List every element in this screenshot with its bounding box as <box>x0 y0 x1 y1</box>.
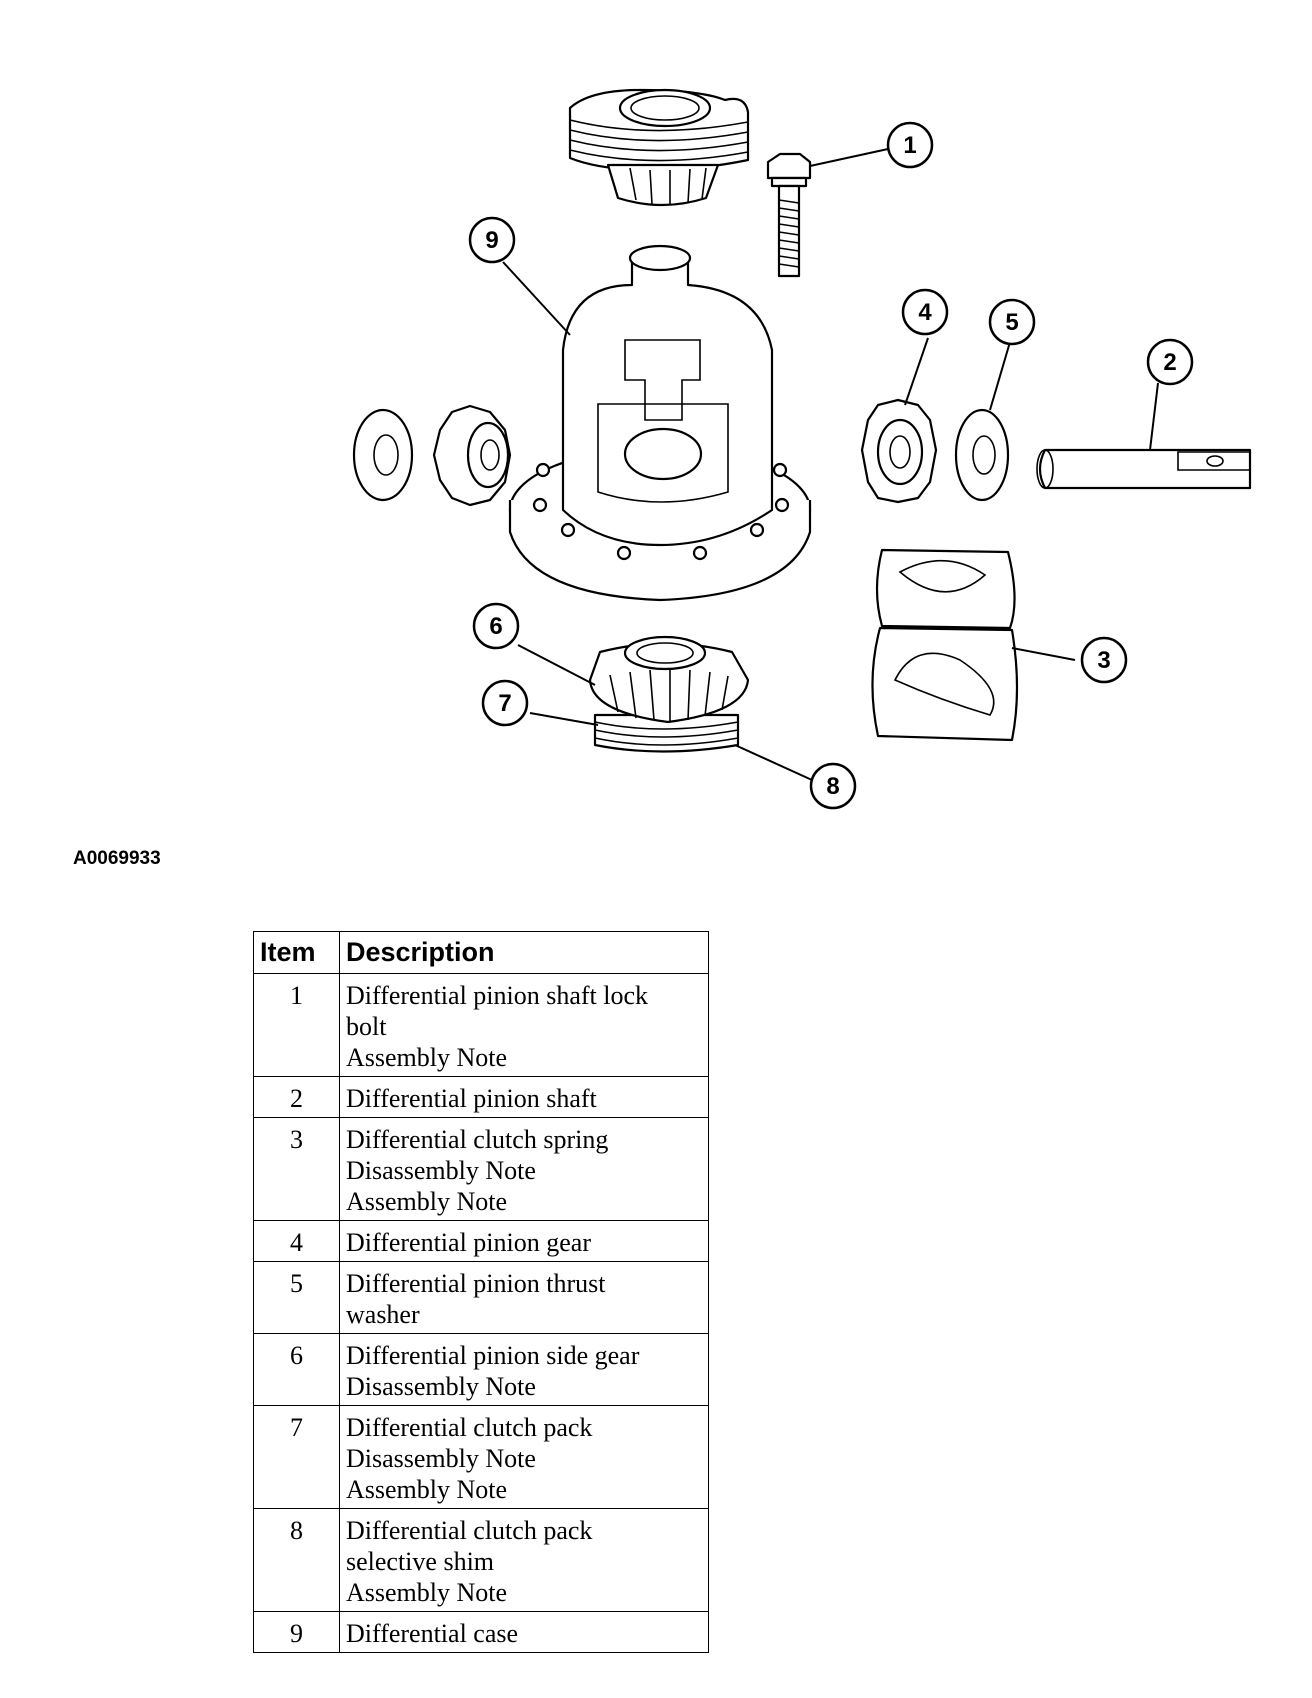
item-number: 7 <box>253 1405 340 1509</box>
item-number: 9 <box>253 1611 340 1653</box>
item-number: 3 <box>253 1117 340 1221</box>
description-line: Differential clutch pack <box>346 1413 593 1442</box>
left-pinion-gear-part <box>432 404 512 507</box>
callout-1-label: 1 <box>903 132 916 159</box>
description-line: Differential pinion thrust <box>346 1269 606 1298</box>
leader-lines <box>502 148 1159 781</box>
thrust-washer-part <box>954 408 1010 502</box>
side-gear-clutch-pack-part <box>588 635 750 753</box>
callout-7-label: 7 <box>498 690 511 717</box>
item-number: 4 <box>253 1220 340 1262</box>
callout-5-label: 5 <box>1005 309 1018 336</box>
item-number: 8 <box>253 1508 340 1612</box>
description-line: Differential case <box>346 1619 519 1648</box>
callout-2-label: 2 <box>1163 349 1176 376</box>
differential-case-part <box>508 244 812 602</box>
description-line: Differential pinion shaft <box>346 1084 597 1113</box>
callout-5: 5 <box>988 298 1036 346</box>
item-description: Differential pinion shaft <box>339 1076 709 1118</box>
callout-4-label: 4 <box>918 299 932 326</box>
pinion-gear-part <box>860 398 938 504</box>
description-line: Assembly Note <box>346 1578 508 1607</box>
description-line: Assembly Note <box>346 1475 508 1504</box>
callout-3: 3 <box>1080 636 1128 684</box>
table-header-row: Item Description <box>253 931 709 974</box>
description-line: Assembly Note <box>346 1187 508 1216</box>
exploded-view-diagram: 1 2 3 4 5 6 7 8 9 <box>352 88 1252 810</box>
left-thrust-washer-part <box>352 408 414 502</box>
item-column-header: Item <box>253 931 340 974</box>
lock-bolt-part <box>766 152 812 278</box>
description-line: Disassembly Note <box>346 1444 536 1473</box>
description-line: Assembly Note <box>346 1043 508 1072</box>
top-side-gear-part <box>568 88 750 207</box>
callout-1: 1 <box>886 121 934 169</box>
description-line: Differential pinion gear <box>346 1228 591 1257</box>
clutch-spring-part <box>871 548 1019 742</box>
description-line: Disassembly Note <box>346 1156 536 1185</box>
callout-9-label: 9 <box>485 227 498 254</box>
description-line: selective shim <box>346 1547 495 1576</box>
item-description: Differential pinion gear <box>339 1220 709 1262</box>
description-line: Differential pinion side gear <box>346 1341 640 1370</box>
item-number: 2 <box>253 1076 340 1118</box>
callout-6-label: 6 <box>489 613 502 640</box>
pinion-shaft-part <box>1036 448 1252 490</box>
item-number: 6 <box>253 1333 340 1406</box>
description-line: washer <box>346 1300 420 1329</box>
description-line: Differential pinion shaft lock <box>346 981 649 1010</box>
description-line: Disassembly Note <box>346 1372 536 1401</box>
description-line: Differential clutch pack <box>346 1516 593 1545</box>
callout-6: 6 <box>472 602 520 650</box>
callout-8-label: 8 <box>826 773 839 800</box>
item-number: 1 <box>253 973 340 1077</box>
item-number: 5 <box>253 1261 340 1334</box>
description-line: Differential clutch spring <box>346 1125 609 1154</box>
figure-id: A0069933 <box>73 848 161 869</box>
callout-2: 2 <box>1146 338 1194 386</box>
callout-3-label: 3 <box>1097 647 1110 674</box>
callout-7: 7 <box>481 679 529 727</box>
item-description: Differential case <box>339 1611 709 1653</box>
description-line: bolt <box>346 1012 387 1041</box>
callout-9: 9 <box>468 216 516 264</box>
callout-8: 8 <box>809 762 857 810</box>
description-column-header: Description <box>339 931 709 974</box>
callout-4: 4 <box>901 288 949 336</box>
